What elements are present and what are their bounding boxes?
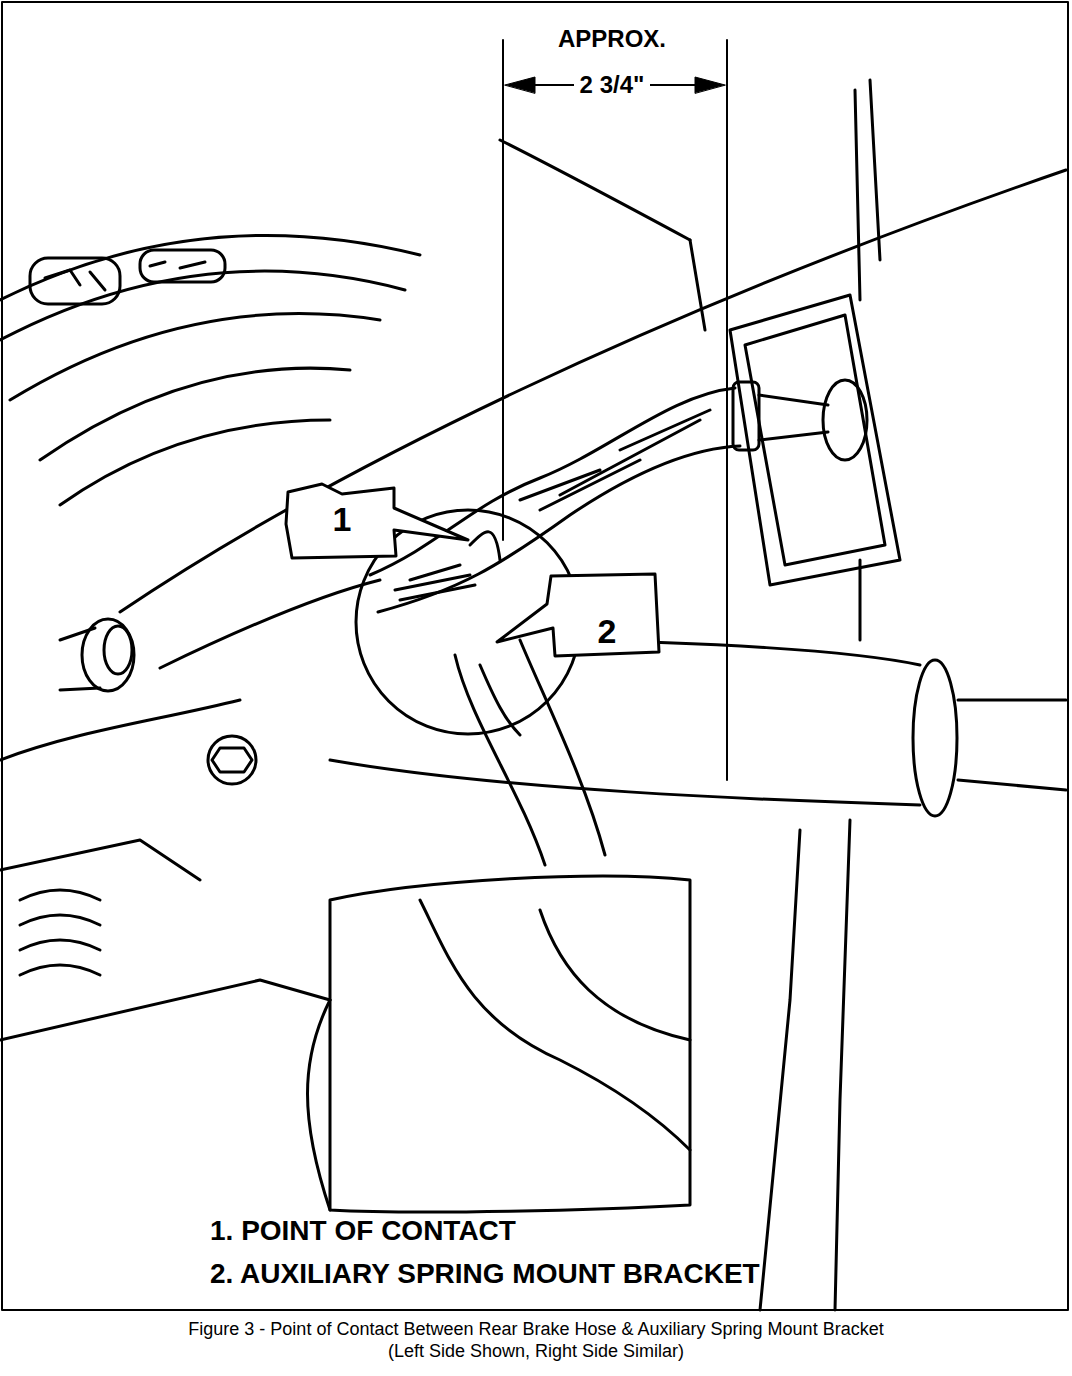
- drawing-stroke: [870, 80, 880, 260]
- drawing-stroke: [505, 77, 535, 93]
- callout-number: 1: [322, 502, 362, 536]
- tag-outline: [495, 568, 665, 680]
- callout-tag: 1: [282, 478, 472, 564]
- drawing-stroke: [958, 700, 1066, 790]
- drawing-stroke: [540, 910, 690, 1040]
- drawing-stroke: [760, 830, 800, 1310]
- tire: [0, 235, 420, 505]
- drawing-stroke: [913, 660, 957, 816]
- drawing-stroke: [10, 314, 380, 400]
- drawing-stroke: [45, 262, 205, 290]
- callout-tag: 2: [495, 568, 665, 680]
- drawing-stroke: [733, 382, 759, 450]
- dimension-note: APPROX.: [558, 26, 666, 52]
- drawing-stroke: [104, 626, 132, 674]
- drawing-stroke: [502, 40, 504, 540]
- drawing-stroke: [855, 90, 860, 300]
- callout-number: 2: [587, 614, 627, 648]
- drawing-stroke: [690, 240, 705, 330]
- drawing-stroke: [330, 760, 920, 805]
- drawing-stroke: [730, 295, 900, 585]
- drawing-stroke: [695, 77, 725, 93]
- tag-outline-path: [286, 484, 468, 558]
- legend-item: 1. POINT OF CONTACT: [210, 1216, 516, 1247]
- drawing-stroke: [208, 736, 256, 784]
- drawing-stroke: [500, 140, 690, 240]
- dimension-value: 2 3/4": [574, 72, 651, 98]
- drawing-stroke: [20, 890, 100, 975]
- drawing-stroke: [823, 380, 867, 460]
- drawing-stroke: [759, 395, 828, 440]
- drawing-stroke: [470, 532, 500, 560]
- drawing-stroke: [835, 820, 850, 1310]
- drawing-stroke: [520, 640, 605, 855]
- drawing-stroke: [30, 258, 120, 304]
- spring-mount-bracket: [308, 640, 691, 1212]
- drawing-stroke: [420, 900, 690, 1150]
- drawing-stroke: [0, 840, 200, 880]
- crossmember: [330, 640, 1066, 816]
- figure-frame: [2, 2, 1068, 1310]
- tag-outline: [282, 478, 472, 564]
- drawing-stroke: [40, 368, 350, 460]
- drawing-stroke: [160, 580, 380, 668]
- drawing-stroke: [308, 1000, 331, 1210]
- drawing-stroke: [330, 876, 690, 1212]
- drawing-stroke: [455, 655, 545, 865]
- drawing-stroke: [212, 748, 252, 772]
- drawing-stroke: [395, 410, 710, 600]
- drawing-stroke: [480, 665, 520, 735]
- drawing-stroke: [745, 315, 885, 565]
- dimension-lines: [503, 40, 727, 780]
- figure-caption: Figure 3 - Point of Contact Between Rear…: [186, 1318, 885, 1362]
- drawing-stroke: [120, 170, 1066, 612]
- legend-item: 2. AUXILIARY SPRING MOUNT BRACKET: [210, 1259, 760, 1290]
- brake-line: [60, 170, 1066, 691]
- hose-bracket: [730, 295, 900, 585]
- tag-outline-path: [497, 574, 659, 656]
- drawing-stroke: [0, 235, 420, 300]
- drawing-stroke: [60, 628, 100, 690]
- drawing-stroke: [0, 980, 330, 1040]
- drawing-stroke: [726, 40, 728, 780]
- drawing-stroke: [0, 700, 240, 760]
- drawing-stroke: [859, 560, 862, 640]
- bolt-and-spring: [0, 700, 330, 1040]
